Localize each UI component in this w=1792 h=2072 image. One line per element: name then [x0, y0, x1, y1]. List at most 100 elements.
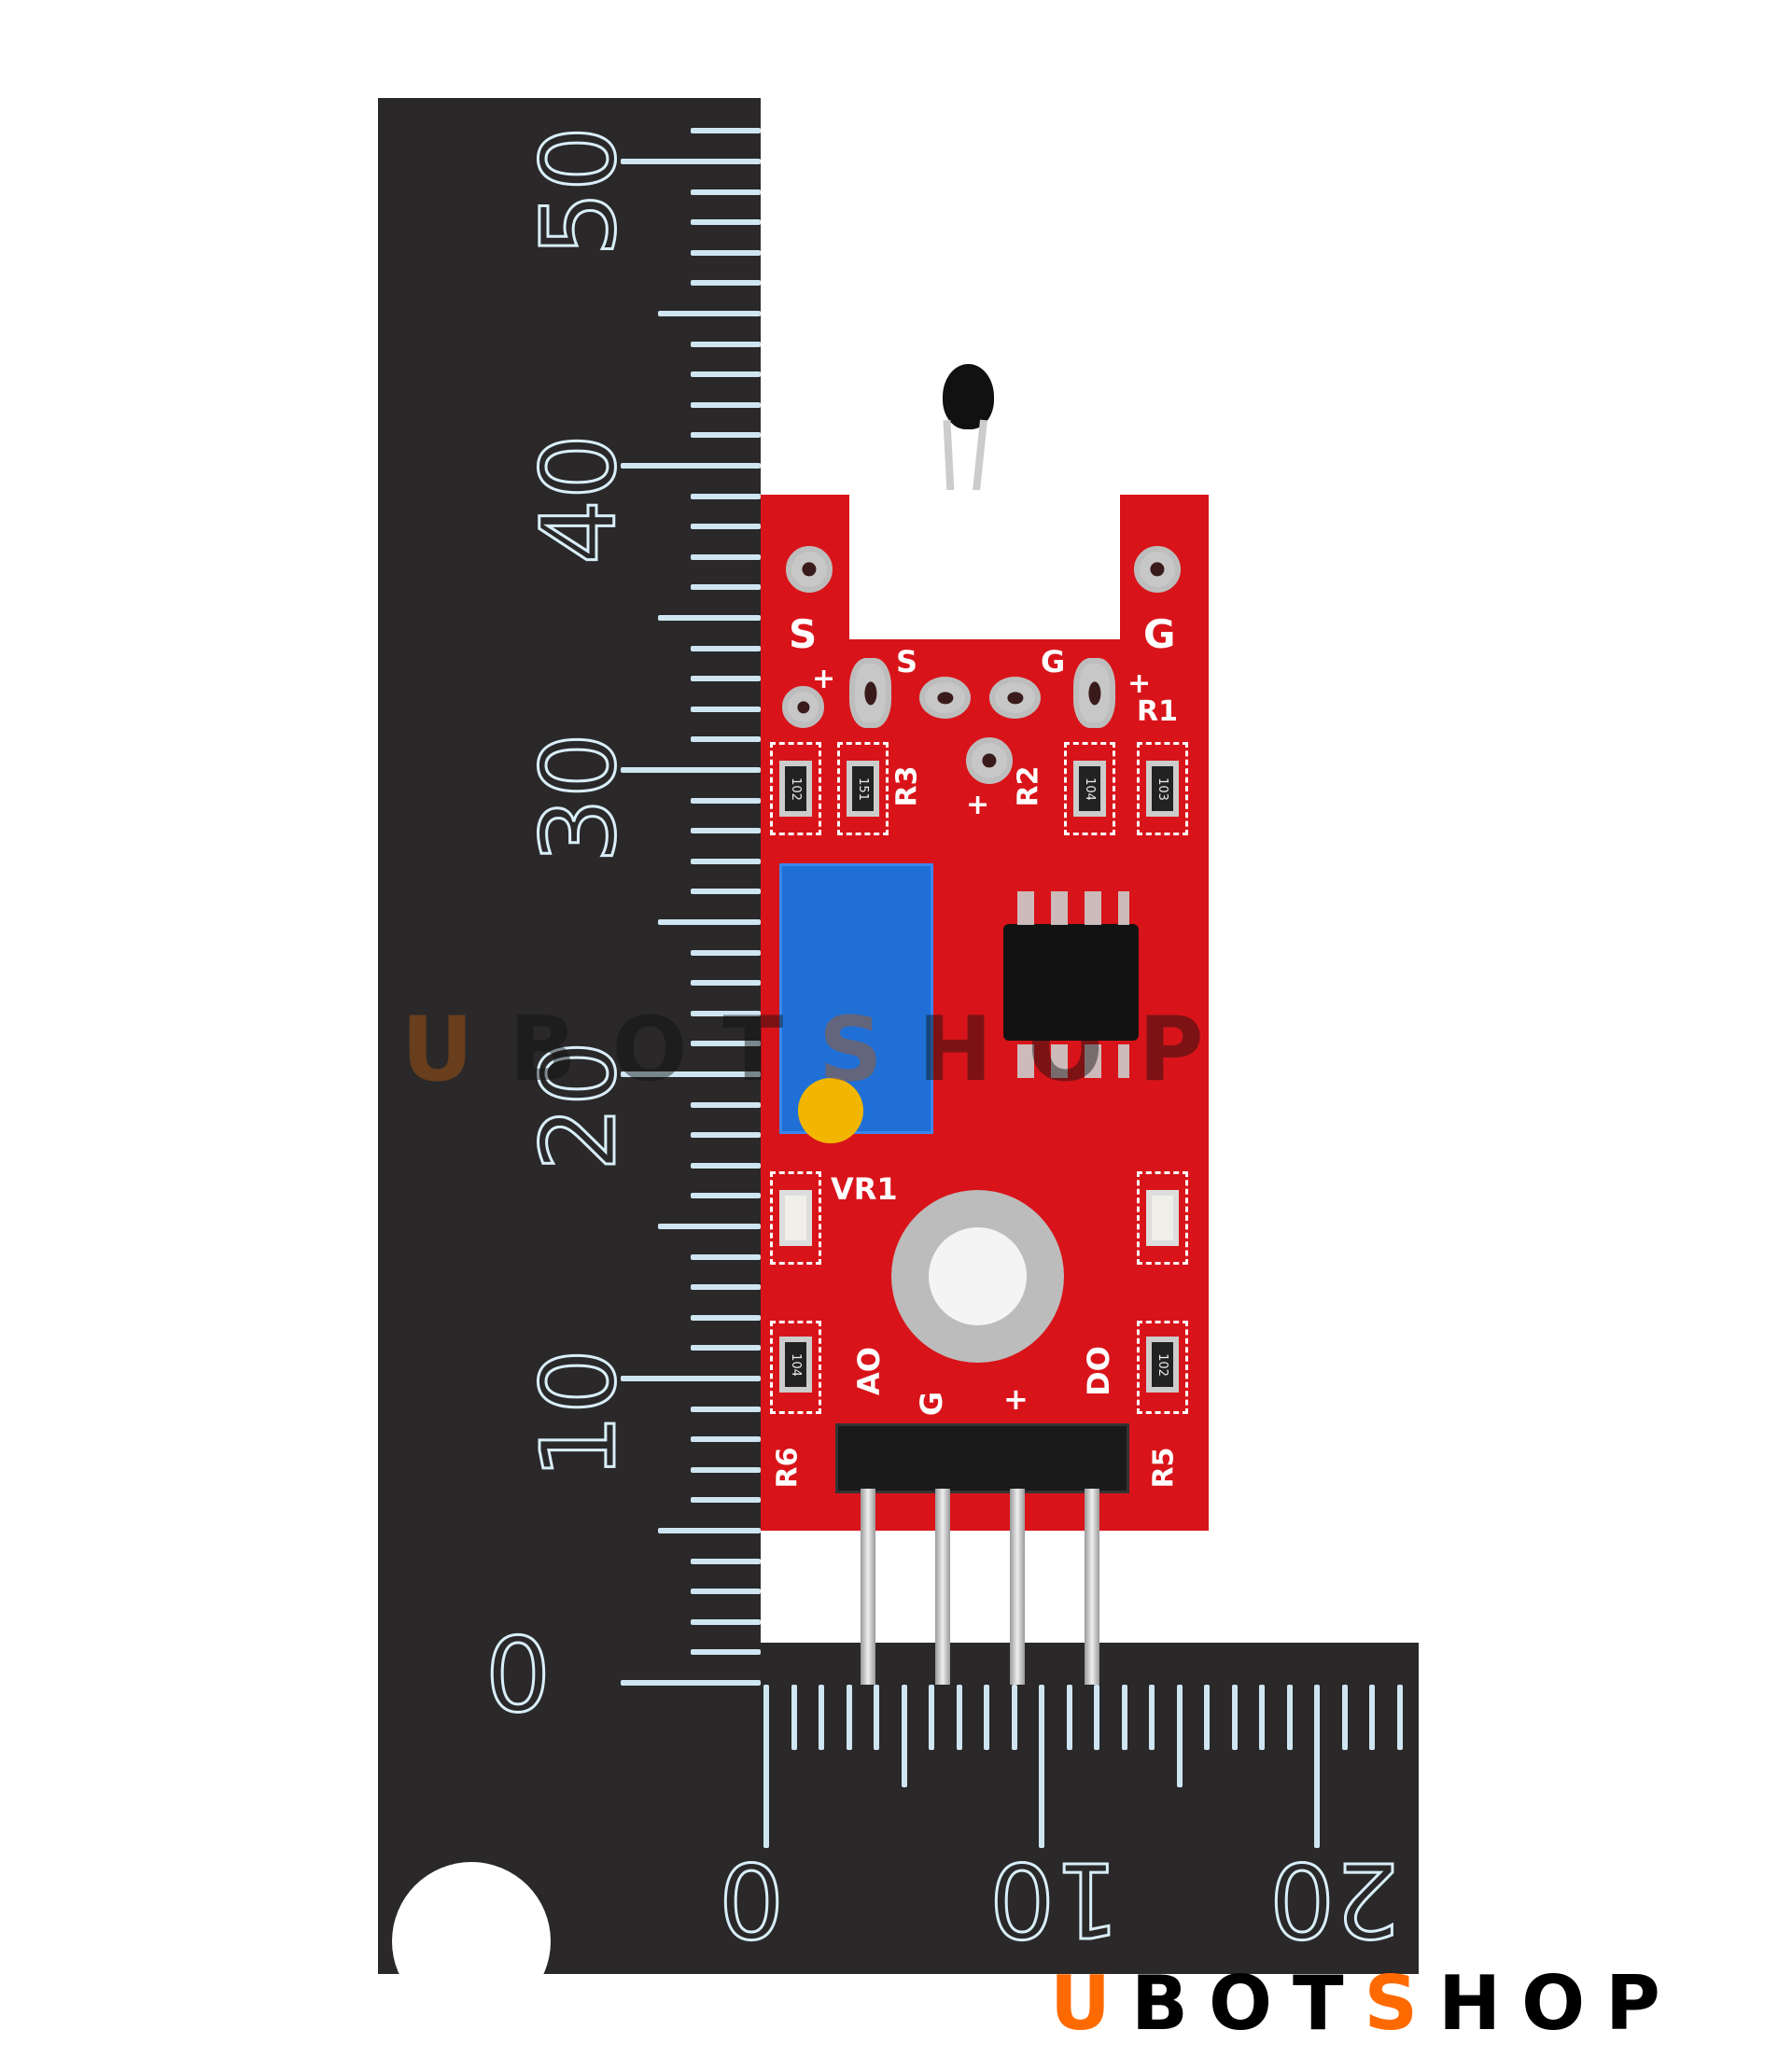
- ruler-tick: [691, 1618, 761, 1625]
- label-r1: R1: [1137, 695, 1178, 728]
- ruler-label-20h: 20: [1268, 1839, 1402, 1961]
- resistor-footprint-r5: [1137, 1321, 1188, 1414]
- ic-chip: [1003, 924, 1139, 1041]
- pin-label-do: DO: [1080, 1346, 1116, 1396]
- led-right: [1146, 1190, 1179, 1246]
- ruler-label-10h: 10: [988, 1839, 1122, 1961]
- label-plus-left: +: [812, 663, 836, 695]
- ruler-tick: [691, 280, 761, 287]
- pin-plus: [1010, 1489, 1025, 1685]
- ruler-tick: [691, 1101, 761, 1108]
- ruler-tick: [1094, 1685, 1099, 1750]
- ruler-tick: [691, 797, 761, 804]
- ruler-tick: [1176, 1685, 1183, 1787]
- label-plus-right: +: [1127, 667, 1152, 700]
- ruler-tick: [1066, 1685, 1072, 1750]
- ruler-tick: [658, 1224, 761, 1229]
- label-r2: R2: [1012, 765, 1045, 807]
- ruler-tick: [658, 1528, 761, 1533]
- resistor-r3: 151: [847, 761, 879, 817]
- ruler-label-10: 10: [517, 1348, 639, 1481]
- pin-ao: [861, 1489, 875, 1685]
- resistor-footprint-r6: [770, 1321, 821, 1414]
- ruler-tick: [658, 615, 761, 621]
- pad-top-right: [1134, 546, 1181, 593]
- ruler-tick: [691, 1345, 761, 1351]
- ruler-tick: [1121, 1685, 1127, 1750]
- ruler-tick: [819, 1685, 824, 1750]
- logo-s: S: [1364, 1960, 1439, 2047]
- label-g-inner: G: [1041, 644, 1066, 679]
- ruler-tick: [691, 676, 761, 682]
- ruler-tick: [874, 1685, 879, 1750]
- ruler-tick: [691, 1436, 761, 1443]
- ubotshop-logo: UBOTSHOP: [1050, 1960, 1681, 2047]
- resistor-footprint-r1: [1137, 742, 1188, 835]
- label-r5: R5: [1147, 1447, 1181, 1489]
- ruler-tick: [691, 1193, 761, 1199]
- ruler-tick: [691, 1010, 761, 1016]
- ruler-tick: [691, 401, 761, 408]
- pin-g: [935, 1489, 950, 1685]
- ruler-horizontal: [378, 1643, 1419, 1974]
- pad-center: [966, 737, 1013, 784]
- led-footprint-right: [1137, 1171, 1188, 1265]
- ruler-tick: [691, 553, 761, 560]
- ruler-tick: [691, 1589, 761, 1595]
- ruler-tick: [929, 1685, 934, 1750]
- ruler-tick: [691, 1041, 761, 1047]
- ruler-tick: [1011, 1685, 1017, 1750]
- ruler-label-0v: 0: [484, 1616, 553, 1735]
- thermistor-head: [943, 364, 994, 429]
- ruler-tick: [1204, 1685, 1210, 1750]
- potentiometer-screw: [798, 1078, 863, 1143]
- ruler-hole: [392, 1862, 551, 2021]
- label-s-outer: S: [789, 611, 818, 657]
- pin-do: [1085, 1489, 1099, 1685]
- pcb-notch: [849, 490, 1120, 639]
- ruler-tick: [691, 1466, 761, 1473]
- ruler-label-0h: 0: [718, 1839, 786, 1961]
- ruler-tick: [621, 767, 761, 773]
- resistor-r5: 102: [1146, 1337, 1179, 1393]
- ruler-tick: [621, 159, 761, 164]
- led-left: [779, 1190, 812, 1246]
- ruler-tick: [691, 1497, 761, 1504]
- ruler-tick: [984, 1685, 989, 1750]
- ruler-tick: [1286, 1685, 1293, 1750]
- ruler-tick: [691, 1284, 761, 1291]
- ruler-tick: [621, 1680, 761, 1686]
- ruler-tick: [691, 1649, 761, 1656]
- resistor-footprint-1: [770, 742, 821, 835]
- ruler-tick: [691, 645, 761, 651]
- ruler-label-40: 40: [517, 433, 639, 567]
- ruler-tick: [621, 1376, 761, 1381]
- label-vr1: VR1: [831, 1171, 898, 1207]
- ruler-tick: [658, 919, 761, 925]
- ruler-tick: [1259, 1685, 1265, 1750]
- logo-bot: BOT: [1130, 1960, 1365, 2047]
- ruler-tick: [691, 189, 761, 195]
- pin-label-g: G: [914, 1391, 950, 1417]
- resistor-r6: 104: [779, 1337, 812, 1393]
- resistor-footprint-r2: [1064, 742, 1115, 835]
- logo-hop: HOP: [1438, 1960, 1681, 2047]
- mounting-hole-inner: [929, 1227, 1027, 1325]
- watermark: UBOTSHOP: [401, 999, 1239, 1101]
- pin-label-ao: AO: [850, 1347, 887, 1395]
- ruler-label-50: 50: [517, 125, 639, 259]
- ruler-tick: [1149, 1685, 1155, 1750]
- ruler-tick: [956, 1685, 962, 1750]
- ruler-tick: [1396, 1685, 1403, 1750]
- ruler-tick: [658, 311, 761, 316]
- label-r3: R3: [890, 765, 924, 807]
- ruler-tick: [691, 249, 761, 256]
- pad-top-left: [786, 546, 833, 593]
- label-g-outer: G: [1143, 611, 1176, 657]
- ruler-tick: [691, 706, 761, 712]
- ruler-tick: [1039, 1685, 1044, 1848]
- ruler-tick: [846, 1685, 852, 1750]
- ruler-tick: [901, 1685, 907, 1787]
- ruler-label-30: 30: [517, 732, 639, 865]
- ruler-tick: [1231, 1685, 1238, 1750]
